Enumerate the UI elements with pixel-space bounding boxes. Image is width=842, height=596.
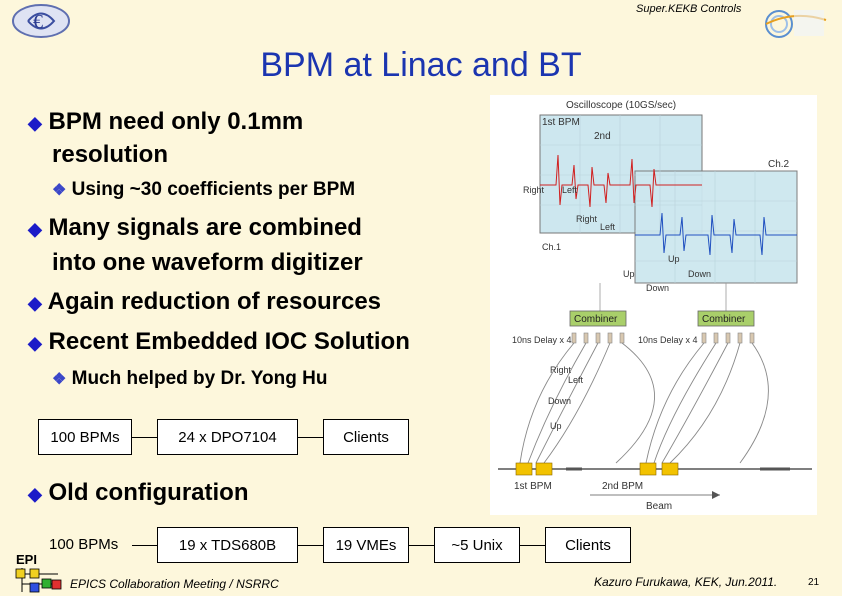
label-left: Left [562, 185, 578, 195]
bullet-text: Recent Embedded IOC Solution [48, 328, 410, 355]
bpm-oscilloscope-figure: Oscilloscope (10GS/sec) 1st BPM 2nd Ch.2… [490, 95, 817, 515]
label-up: Up [623, 269, 635, 279]
label-ch1: Ch.1 [542, 242, 561, 252]
old-config-vmes: 19 VMEs [323, 527, 409, 563]
combiner-1 [569, 310, 627, 327]
delay-label-2: 10ns Delay x 4 [638, 335, 698, 345]
new-config-digitizers: 24 x DPO7104 [157, 419, 298, 455]
bullet-text: Many signals are combined [48, 214, 362, 241]
bullet-reduction: ◆ Again reduction of resources [28, 286, 381, 319]
label-down-2: Down [646, 283, 669, 293]
second-bpm-label: 2nd BPM [602, 481, 643, 492]
combiner-1-label: Combiner [574, 314, 618, 325]
star-bullet-icon: ❖ [52, 371, 67, 388]
epics-logo: EPI [14, 548, 64, 594]
beam-arrow-head-icon [712, 491, 720, 499]
label-right-2: Right [576, 214, 598, 224]
diamond-bullet-icon: ◆ [28, 219, 42, 239]
label-ch2: Ch.2 [768, 159, 790, 170]
bullet-resolution: ◆ BPM need only 0.1mm [28, 106, 303, 139]
scope-screen-ch2 [634, 170, 798, 284]
connector [520, 545, 545, 546]
scope-title: Oscilloscope (10GS/sec) [566, 100, 676, 111]
waveform-ch1 [540, 154, 702, 208]
label-2nd: 2nd [594, 131, 611, 142]
svg-text:€: € [33, 11, 43, 33]
bullet-combined: ◆ Many signals are combined [28, 212, 362, 245]
footer-right: Kazuro Furukawa, KEK, Jun.2011. [594, 575, 778, 589]
bullet-resolution-cont: resolution [52, 141, 169, 168]
new-config-clients: Clients [323, 419, 409, 455]
header-org: Super.KEKB Controls [636, 3, 742, 15]
bullet-old-config: ◆ Old configuration [28, 477, 249, 510]
label-up-2: Up [668, 254, 680, 264]
old-config-clients: Clients [545, 527, 631, 563]
new-config-bpms: 100 BPMs [38, 419, 132, 455]
label-down: Down [688, 269, 711, 279]
connector [298, 437, 323, 438]
diamond-bullet-icon: ◆ [28, 113, 42, 133]
first-bpm-label: 1st BPM [514, 481, 552, 492]
connector [132, 545, 157, 546]
bullet-text: Again reduction of resources [47, 288, 382, 315]
subbullet-yong-hu: ❖ Much helped by Dr. Yong Hu [52, 368, 327, 390]
connector [409, 545, 434, 546]
bullet-combined-cont: into one waveform digitizer [52, 249, 363, 276]
connector [298, 545, 323, 546]
subbullet-text: Much helped by Dr. Yong Hu [71, 368, 328, 389]
old-config-unix: ~5 Unix [434, 527, 520, 563]
label-left-2: Left [600, 222, 616, 232]
beam-label: Beam [646, 501, 672, 512]
connector [132, 437, 157, 438]
label-right: Right [523, 185, 545, 195]
diamond-bullet-icon: ◆ [28, 484, 42, 504]
footer-left: EPICS Collaboration Meeting / NSRRC [70, 577, 279, 591]
old-config-bpms: 100 BPMs [49, 536, 119, 553]
kek-logo: € [10, 2, 72, 40]
combiner-2-label: Combiner [702, 314, 746, 325]
bullet-text: Old configuration [48, 479, 249, 506]
page-number: 21 [808, 577, 820, 588]
subbullet-text: Using ~30 coefficients per BPM [71, 179, 356, 200]
page-title: BPM at Linac and BT [260, 46, 582, 84]
wire-label-up: Up [550, 421, 562, 431]
diamond-bullet-icon: ◆ [28, 293, 42, 313]
old-config-digitizers: 19 x TDS680B [157, 527, 298, 563]
combiner-2 [697, 310, 755, 327]
waveform-ch2 [635, 212, 797, 256]
bullet-embedded-ioc: ◆ Recent Embedded IOC Solution [28, 326, 410, 359]
epics-logo-text: EPI [16, 552, 37, 567]
bullet-text: BPM need only 0.1mm [48, 108, 304, 135]
wire-label-down: Down [548, 396, 571, 406]
wire-label-left: Left [568, 375, 584, 385]
wire-label-right: Right [550, 365, 572, 375]
superkekb-logo [764, 6, 828, 40]
subbullet-coefficients: ❖ Using ~30 coefficients per BPM [52, 179, 355, 201]
diamond-bullet-icon: ◆ [28, 333, 42, 353]
delay-label-1: 10ns Delay x 4 [512, 335, 572, 345]
label-1st-bpm: 1st BPM [542, 117, 580, 128]
star-bullet-icon: ❖ [52, 182, 67, 199]
